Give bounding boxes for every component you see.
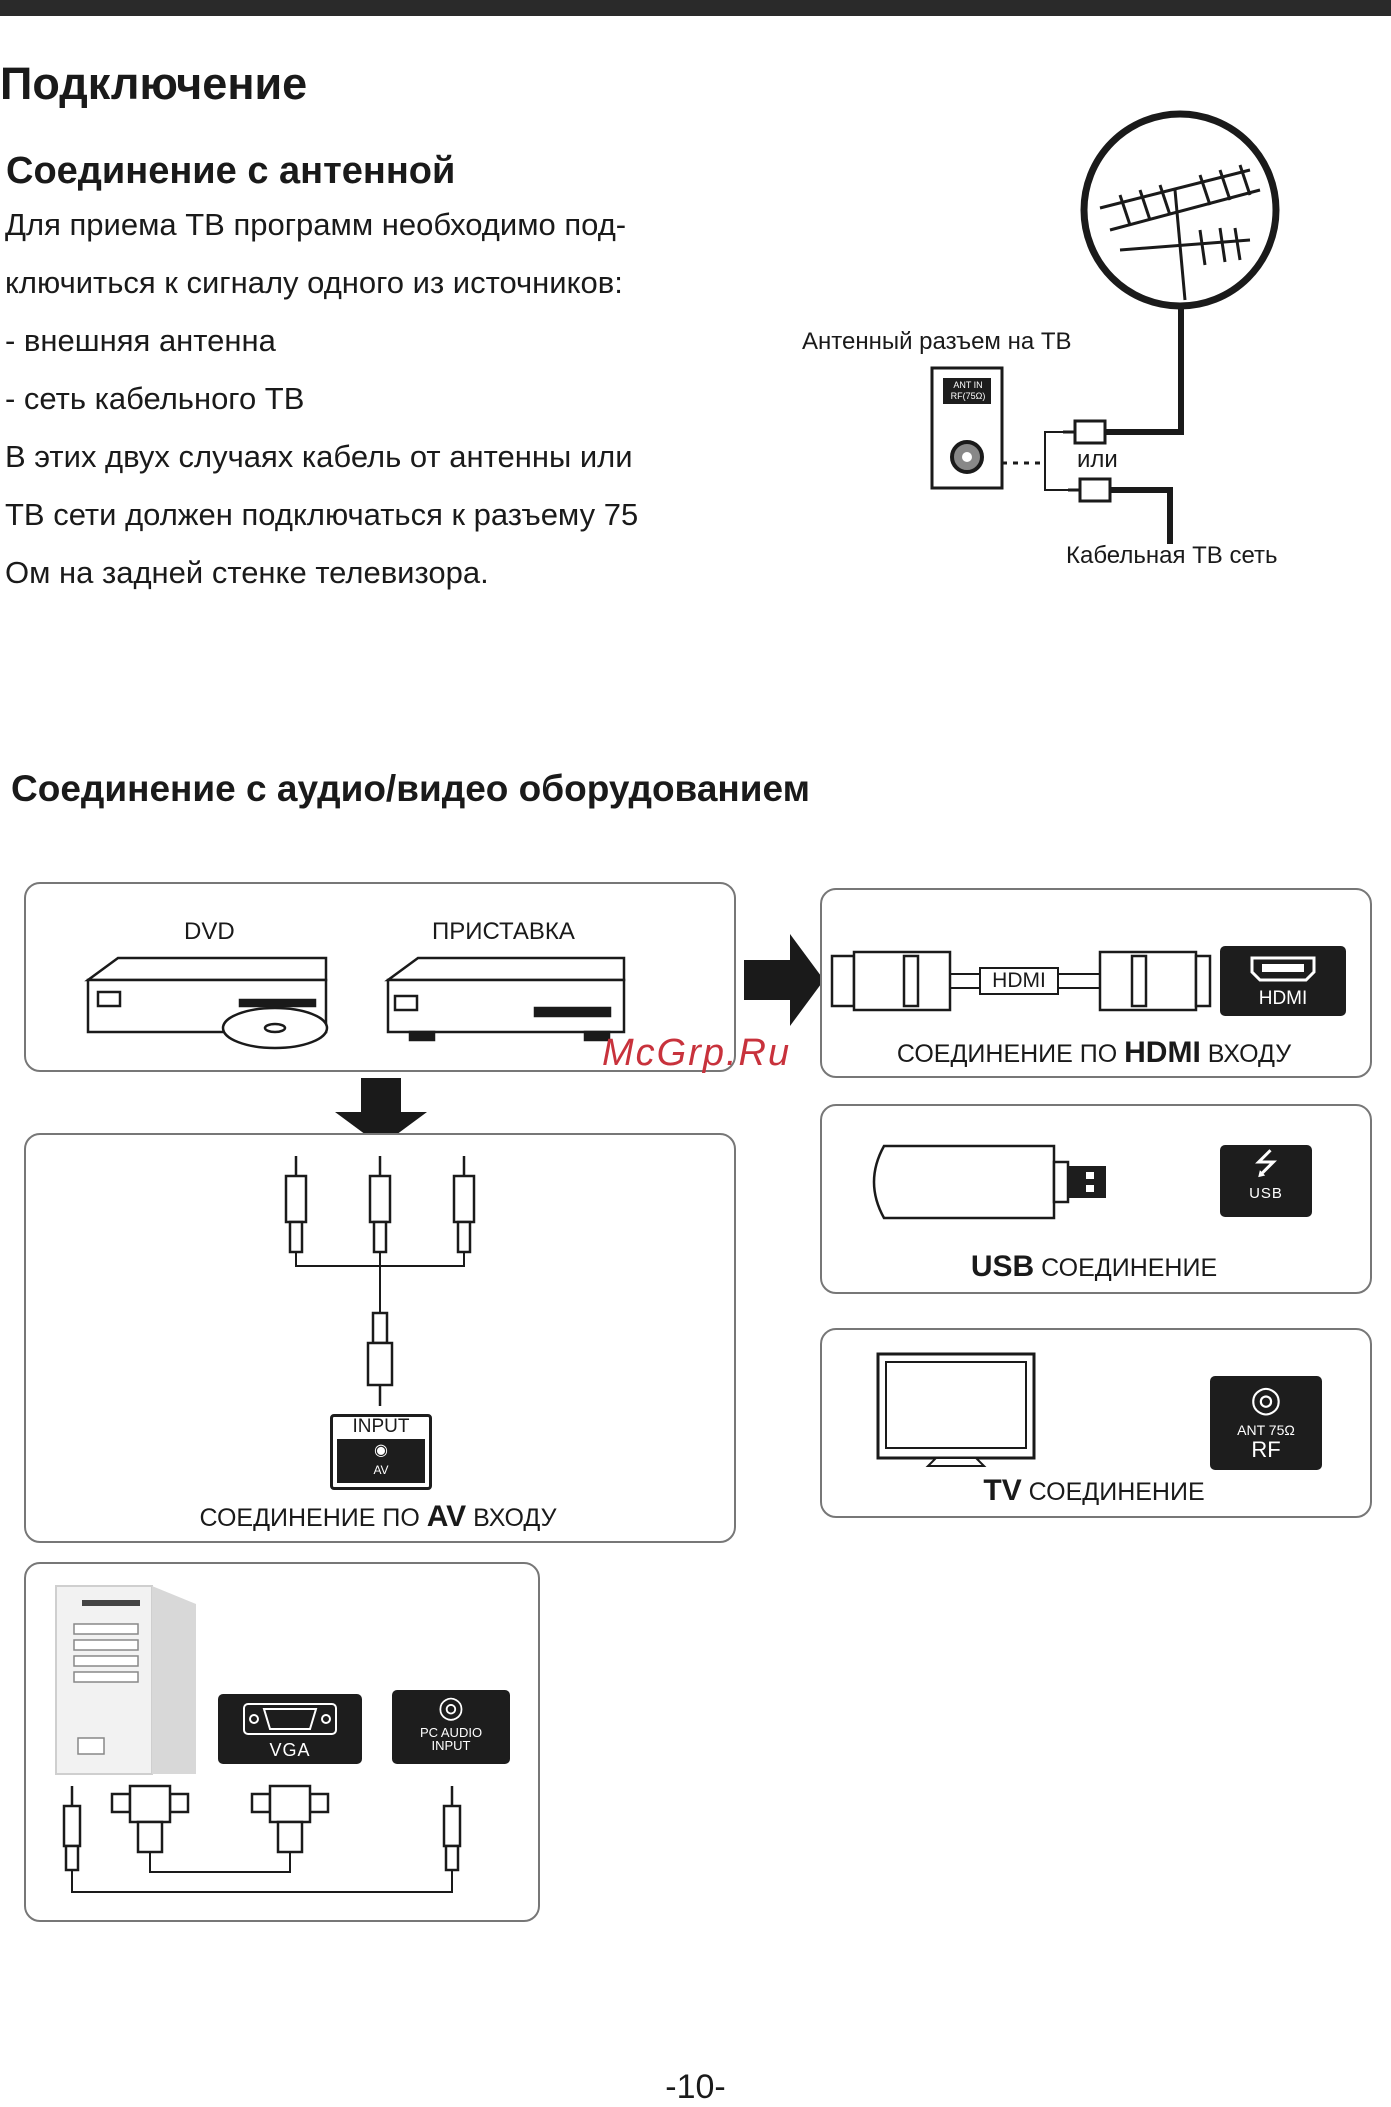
antenna-diagram bbox=[930, 110, 1280, 544]
av-caption-pre: СОЕДИНЕНИЕ ПО bbox=[199, 1504, 427, 1532]
sources-illustration bbox=[84, 956, 626, 1050]
av-caption: СОЕДИНЕНИЕ ПО AV ВХОДУ bbox=[24, 1500, 732, 1534]
page-number: -10- bbox=[665, 2068, 726, 2106]
antenna-line: ТВ сети должен подключаться к разъему 75 bbox=[5, 497, 639, 532]
av-caption-bold: AV bbox=[426, 1500, 467, 1533]
pc-audio-label-1: PC AUDIO bbox=[419, 1725, 483, 1740]
top-bar bbox=[0, 0, 1391, 16]
usb-symbol-icon: ⭍ bbox=[1253, 1148, 1279, 1181]
audio-socket-icon: ◎ bbox=[437, 1691, 465, 1724]
hdmi-port-icon bbox=[1250, 956, 1316, 982]
pc-tower-icon bbox=[55, 1585, 196, 1775]
hdmi-cable-illustration bbox=[830, 950, 1212, 1012]
hdmi-caption-pre: СОЕДИНЕНИЕ ПО bbox=[896, 1040, 1125, 1068]
antenna-heading: Соединение с антенной bbox=[6, 150, 456, 192]
antenna-line: В этих двух случаях кабель от антенны ил… bbox=[5, 439, 633, 474]
page-title: Подключение bbox=[0, 58, 308, 109]
rf-port-label-1: ANT 75Ω bbox=[1237, 1422, 1295, 1438]
rca-cable-illustration bbox=[284, 1156, 476, 1406]
pc-audio-label-2: INPUT bbox=[431, 1738, 471, 1753]
watermark: McGrp.Ru bbox=[602, 1032, 792, 1074]
av-heading: Соединение с аудио/видео оборудованием bbox=[11, 768, 810, 809]
vga-port: VGA bbox=[218, 1694, 362, 1764]
arrow-right-icon bbox=[744, 934, 824, 1026]
antenna-line: - внешняя антенна bbox=[5, 323, 276, 358]
hdmi-plug-icon bbox=[830, 950, 1212, 1012]
av-socket: ◉ AV bbox=[337, 1439, 425, 1483]
usb-port-label: USB bbox=[1249, 1185, 1283, 1202]
tv-icon bbox=[876, 1352, 1036, 1467]
av-socket-icon: ◉ bbox=[374, 1442, 388, 1459]
antenna-line: Для приема ТВ программ необходимо под- bbox=[5, 207, 627, 242]
dvd-label: DVD bbox=[184, 918, 235, 945]
usb-caption-bold: USB bbox=[970, 1250, 1035, 1283]
usb-stick-icon bbox=[872, 1144, 1106, 1220]
usb-caption-post: СОЕДИНЕНИЕ bbox=[1034, 1254, 1218, 1282]
hdmi-caption-post: ВХОДУ bbox=[1200, 1040, 1292, 1068]
rf-socket-icon: ◎ bbox=[1250, 1378, 1282, 1419]
vga-port-icon bbox=[243, 1703, 337, 1735]
dvd-player-icon bbox=[84, 956, 329, 1050]
antenna-icon bbox=[1099, 164, 1261, 301]
tv-caption-post: СОЕДИНЕНИЕ bbox=[1021, 1478, 1205, 1506]
av-input-port: INPUT ◉ AV bbox=[330, 1414, 432, 1490]
antenna-paragraph: Для приема ТВ программ необходимо под- к… bbox=[5, 196, 695, 602]
av-input-label: INPUT bbox=[352, 1416, 410, 1437]
hdmi-cable-label: HDMI bbox=[992, 969, 1046, 992]
tv-caption: TV СОЕДИНЕНИЕ bbox=[820, 1474, 1368, 1508]
connector-icon bbox=[1063, 419, 1112, 503]
pc-audio-port: ◎ PC AUDIO INPUT bbox=[392, 1690, 510, 1764]
av-caption-post: ВХОДУ bbox=[466, 1504, 557, 1532]
antenna-line: Ом на задней стенке телевизора. bbox=[5, 555, 489, 590]
set-top-box-icon bbox=[384, 956, 626, 1042]
ant-in-text: ANT IN bbox=[953, 380, 983, 390]
cable-tv-label: Кабельная ТВ сеть bbox=[1066, 542, 1278, 569]
tv-caption-bold: TV bbox=[983, 1474, 1022, 1507]
hdmi-caption: СОЕДИНЕНИЕ ПО HDMI ВХОДУ bbox=[820, 1036, 1368, 1070]
pc-plug-icon bbox=[62, 1784, 462, 1872]
hdmi-port: HDMI bbox=[1220, 946, 1346, 1016]
hdmi-port-label: HDMI bbox=[1258, 988, 1308, 1009]
or-label: или bbox=[1077, 446, 1118, 473]
antenna-line: - сеть кабельного ТВ bbox=[5, 381, 305, 416]
antenna-line: ключиться к сигналу одного из источников… bbox=[5, 265, 623, 300]
ant-in-label: ANT IN RF(75Ω) bbox=[948, 380, 988, 402]
pc-cables-illustration bbox=[62, 1784, 462, 1893]
rca-plug-icon bbox=[284, 1156, 476, 1254]
vga-label: VGA bbox=[269, 1740, 311, 1760]
antenna-jack-label: Антенный разъем на ТВ bbox=[802, 328, 1072, 355]
ant-rf-text: RF(75Ω) bbox=[950, 391, 986, 401]
rf-port-label-2: RF bbox=[1251, 1437, 1281, 1462]
hdmi-caption-bold: HDMI bbox=[1124, 1036, 1201, 1069]
arrow-down-icon bbox=[335, 1078, 427, 1146]
rf-port: ◎ ANT 75Ω RF bbox=[1210, 1376, 1322, 1470]
stb-label: ПРИСТАВКА bbox=[432, 918, 575, 945]
usb-port: ⭍ USB bbox=[1220, 1145, 1312, 1217]
av-plug-icon bbox=[366, 1311, 394, 1406]
usb-caption: USB СОЕДИНЕНИЕ bbox=[820, 1250, 1368, 1284]
av-socket-label: AV bbox=[373, 1463, 389, 1477]
